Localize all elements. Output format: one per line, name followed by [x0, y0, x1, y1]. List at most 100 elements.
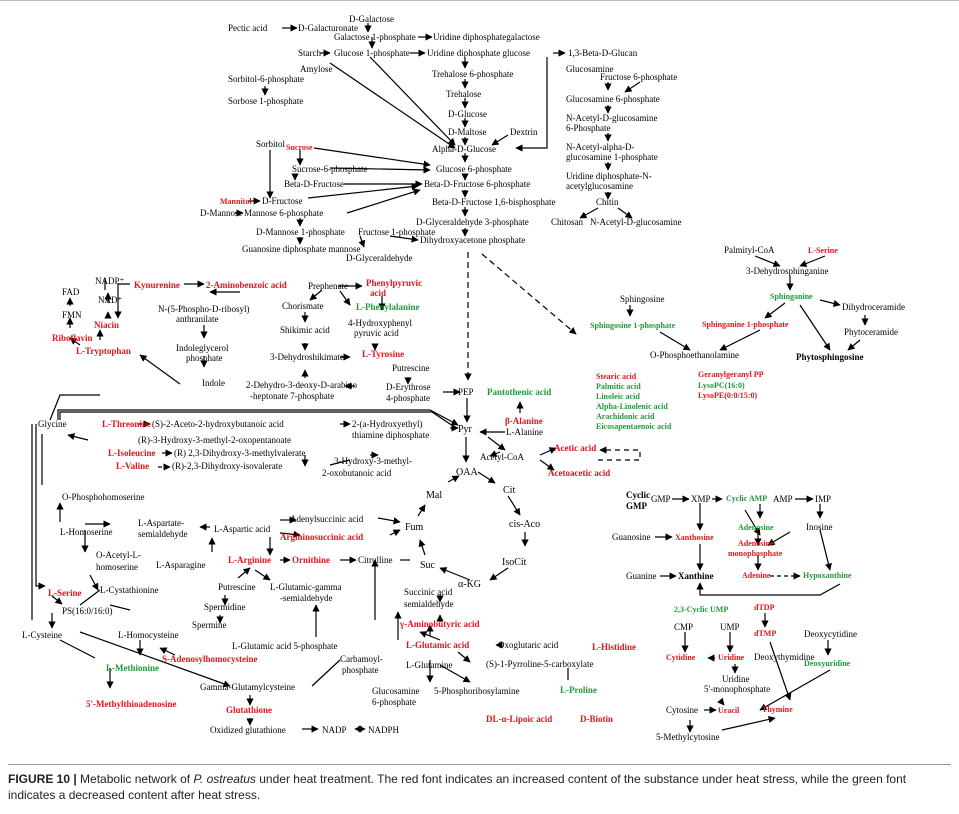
node-udp-nag-a: Uridine diphosphate-N- [566, 171, 652, 181]
node-amp: AMP [773, 494, 793, 504]
node-prpp-anth-b: anthranilate [176, 314, 218, 324]
node-l-valine: L-Valine [116, 461, 149, 471]
edge [819, 529, 832, 571]
node-glyceraldehyde-3p: D-Glyceraldehyde 3-phosphate [416, 217, 529, 227]
node-l-glutamine: L-Glutamine [406, 660, 453, 670]
edge [799, 304, 831, 351]
edge [439, 664, 471, 683]
node-beta-d-fructose-6p: Beta-D-Fructose 6-phosphate [424, 179, 530, 189]
node-mta: 5'-Methylthioadenosine [86, 699, 177, 709]
edge [59, 411, 457, 429]
node-aspartate-sa-b: semialdehyde [138, 529, 187, 539]
node-nag: N-Acetyl-D-glucosamine [590, 217, 681, 227]
edge [254, 569, 271, 581]
node-xmp: XMP [691, 494, 711, 504]
node-ornithine: Ornithine [292, 555, 330, 565]
node-adenosine: Adenosine [738, 523, 774, 532]
node-beta-glucan: 1,3-Beta-D-Glucan [568, 48, 638, 58]
node-lysopc: LysoPC(16:0) [698, 381, 745, 390]
edge [447, 475, 460, 483]
node-uridine-5mp-b: 5'-monophosphate [704, 684, 770, 694]
edge [79, 631, 231, 688]
node-trehalose: Trehalose [446, 89, 481, 99]
edge [313, 147, 431, 168]
node-argininosuccinic: Argininosuccinic acid [280, 532, 363, 542]
node-l-tyrosine: L-Tyrosine [362, 349, 404, 359]
node-glutamic-5p: L-Glutamic acid 5-phosphate [232, 641, 337, 651]
node-gdp-mannose: Guanosine diphosphate mannose [242, 244, 360, 254]
node-cyclic-amp: Cyclic AMP [726, 494, 767, 503]
node-cyclic-gmp-b: GMP [626, 501, 647, 511]
edge [487, 436, 506, 451]
node-spermidine: Spermidine [204, 602, 246, 612]
node-l-serine-left: L-Serine [48, 588, 82, 598]
node-gamma-glutamylcysteine: Gamma-Glutamylcysteine [200, 682, 295, 692]
node-fad: FAD [62, 287, 80, 297]
node-d-glucose: D-Glucose [448, 109, 487, 119]
edge [69, 337, 81, 346]
node-adenosine-mp-b: monophosphate [728, 549, 783, 558]
node-cyclic-ump: 2,3-Cyclic UMP [674, 605, 728, 614]
node-cmp: CMP [674, 622, 693, 632]
edge [579, 207, 599, 219]
node-dehydroshikimate: 3-Dehydroshikimate [270, 352, 344, 362]
node-phenylpyruvic-b: acid [370, 288, 386, 298]
node-palmityl-coa: Palmityl-CoA [724, 245, 775, 255]
edge [491, 134, 509, 146]
edge [696, 582, 841, 596]
edge [114, 283, 130, 319]
edge [489, 567, 509, 581]
node-sucrose-6p: Sucrose-6-phosphate [292, 164, 367, 174]
edge [329, 62, 456, 149]
node-d-mannose: D-Mannose [200, 208, 243, 218]
node-s-adenosylhomocysteine: S-Adenosylhomocysteine [162, 654, 258, 664]
edge [847, 339, 861, 351]
node-adenosine-mp-a: Adenosine [738, 539, 774, 548]
edge [329, 459, 351, 466]
edge [377, 517, 401, 525]
node-putrescine-mid: Putrescine [218, 582, 256, 592]
node-thymine: Thymine [762, 705, 793, 714]
node-l-threonine: L-Threonine [102, 419, 151, 429]
node-starch: Starch [298, 48, 321, 58]
node-shikimic: Shikimic acid [280, 325, 330, 335]
edge [311, 659, 341, 687]
edge [439, 567, 471, 581]
node-nag-6p-a: N-Acetyl-D-glucosamine [566, 113, 657, 123]
edge [457, 651, 471, 663]
node-sucrose: Sucrose [286, 143, 313, 152]
edge [754, 255, 781, 267]
node-carbamoyl-b: phosphate [342, 665, 379, 675]
caption-species: P. ostreatus [193, 772, 256, 786]
node-prpa: 5-Phosphoribosylamine [434, 686, 520, 696]
node-udp-glucose: Uridine diphosphate glucose [427, 48, 530, 58]
edge [49, 394, 100, 421]
edge [109, 604, 131, 611]
edge [764, 302, 786, 319]
node-chitosan: Chitosan [551, 217, 584, 227]
node-prpp-anth-a: N-(5-Phospho-D-ribosyl) [158, 304, 250, 314]
edge [539, 447, 557, 456]
top-rule [0, 0, 959, 1]
node-deoxythymidine: Deoxythymidine [754, 652, 815, 662]
node-sorbitol-6p: Sorbitol-6-phosphate [228, 74, 304, 84]
edge [159, 647, 176, 656]
edge [767, 531, 791, 546]
node-alpha-d-glucose: Alpha-D-Glucose [432, 144, 496, 154]
node-fum: Fum [405, 522, 424, 533]
node-trehalose-6p: Trehalose 6-phosphate [432, 69, 513, 79]
node-cytidine: Cytidine [666, 653, 696, 662]
node-pyr: Pyr [458, 424, 473, 435]
node-l-isoleucine: L-Isoleucine [108, 448, 156, 458]
node-linoleic: Linoleic acid [596, 392, 640, 401]
node-cytosine: Cytosine [666, 705, 698, 715]
edge [717, 697, 725, 706]
node-uridine: Uridine [718, 653, 745, 662]
node-mannitol: Mannitol [220, 197, 252, 206]
node-l-serine-top: L-Serine [808, 246, 838, 255]
node-lipoic: DL-α-Lipoic acid [486, 714, 552, 724]
node-d-mannose-1p: D-Mannose 1-phosphate [256, 227, 345, 237]
node-chitin: Chitin [596, 197, 619, 207]
node-nag-1p-b: glucosamine 1-phosphate [566, 152, 658, 162]
node-cis-aco: cis-Aco [509, 519, 540, 530]
